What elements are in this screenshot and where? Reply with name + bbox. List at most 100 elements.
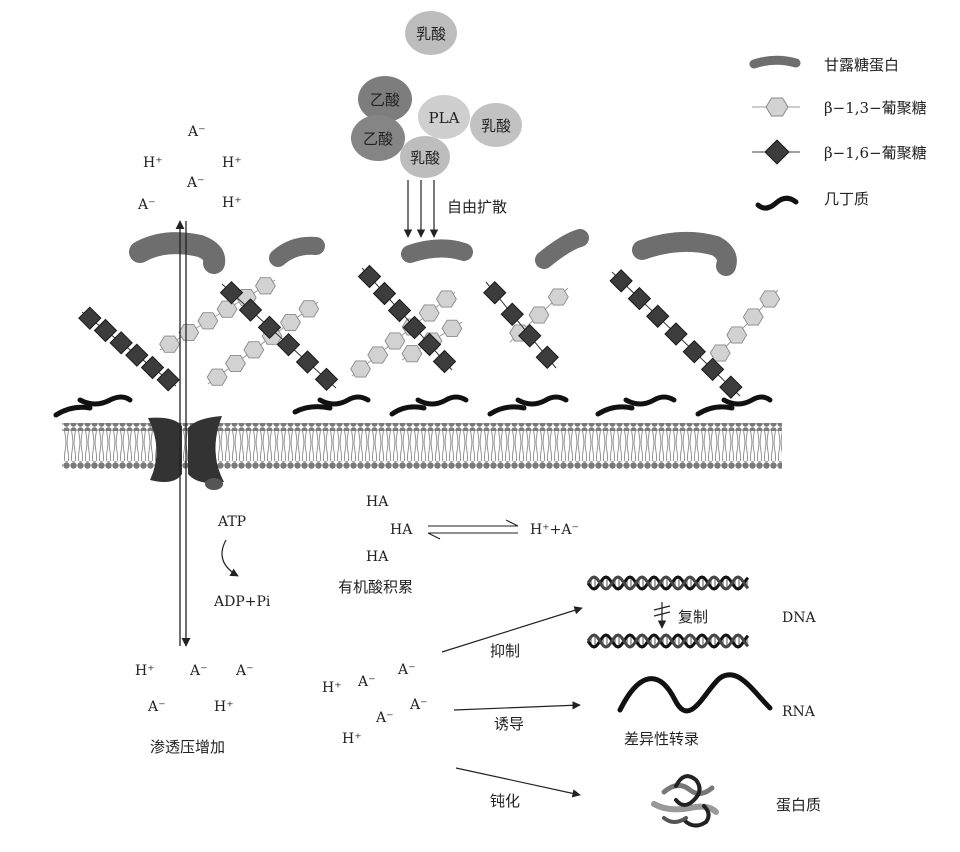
protein-label: 蛋白质 [776,796,821,814]
free-diffusion-arrows [403,180,439,238]
mannoprotein [401,239,473,263]
glucan-network [78,265,781,399]
beta16-glucan-unit [141,356,164,379]
ion-a: A⁻ [137,197,156,213]
svg-text:A⁻: A⁻ [397,662,416,678]
beta13-glucan-unit [255,277,276,295]
acetic-acid-bubble-2: 乙酸 [351,115,405,161]
beta16-glucan-unit [156,368,180,392]
ion-a: A⁻ [187,124,206,140]
beta13-glucan-unit [178,323,200,342]
beta16-glucan-unit [388,299,411,322]
svg-text:乳酸: 乳酸 [481,117,511,135]
replication-blocked-arrow [653,602,671,629]
mannoproteins [129,229,737,276]
beta13-glucan-unit [528,306,550,324]
induce-arrow [453,701,581,711]
beta13-glucan-unit [159,335,180,353]
svg-text:A⁻: A⁻ [357,674,376,690]
svg-text:A⁻: A⁻ [189,663,208,679]
beta13-glucan-unit [436,290,457,308]
inhibit-arrow [441,606,583,653]
atp-hydrolysis-arrow [221,539,239,577]
beta13-glucan-unit [216,300,238,318]
ha-label: HA [366,549,389,565]
dna-strand [586,575,750,591]
intracellular-ions-left: H⁺ A⁻ A⁻ A⁻ H⁺ [135,663,254,715]
legend-beta13: β−1,3−葡聚糖 [752,97,927,117]
osmotic-pressure-increase-label: 渗透压增加 [150,738,225,756]
svg-text:乳酸: 乳酸 [416,25,446,43]
beta13-glucan-unit [759,290,781,308]
svg-text:乙酸: 乙酸 [363,130,393,148]
pla-bubble: PLA [418,95,470,139]
passivate-arrow [455,767,581,798]
lactic-acid-bubble-3: 乳酸 [400,136,450,178]
beta13-glucan-chain [207,301,319,385]
beta13-glucan-unit [280,313,301,332]
beta13-glucan-chain [351,291,456,377]
proton-transport-arrows [175,220,191,647]
svg-text:H⁺: H⁺ [342,731,362,747]
svg-text:H⁺: H⁺ [322,680,342,696]
induce-label: 诱导 [494,715,524,733]
chitin [515,394,569,407]
beta16-glucan-unit [433,350,456,373]
legend-beta13-label: β−1,3−葡聚糖 [824,99,927,117]
acid-cluster: 乳酸 乙酸 PLA 乳酸 乙酸 乳酸 [351,11,522,178]
ion-a: A⁻ [186,175,205,191]
svg-text:H⁺: H⁺ [135,663,155,679]
beta16-glucan-unit [535,345,559,369]
beta13-glucan-unit [418,304,440,322]
beta16-glucan-chain [221,283,337,389]
dna-helix-top [586,575,750,591]
beta13-glucan-unit [441,319,463,337]
mannoprotein-icon [749,55,801,69]
beta13-glucan-unit [547,288,569,306]
chitin [695,404,735,417]
svg-text:A⁻: A⁻ [147,699,166,715]
beta13-glucan-unit [243,341,265,359]
mannoprotein [269,236,325,267]
legend: 甘露糖蛋白 β−1,3−葡聚糖 β−1,6−葡聚糖 几丁质 [749,55,927,211]
rna-label: RNA [782,704,816,720]
mannoprotein [632,231,737,276]
atp-label: ATP [217,514,246,530]
svg-text:A⁻: A⁻ [409,697,428,713]
beta16-glucan-unit [483,281,507,305]
beta13-glucan-chain [159,279,276,351]
rna-strand [617,672,773,714]
beta13-glucan-unit [401,345,423,363]
chitin [595,404,635,417]
legend-chitin: 几丁质 [755,190,869,211]
beta16-glucan-unit [109,331,133,355]
differential-transcription-label: 差异性转录 [624,730,699,748]
dna-strand [586,633,750,649]
replicate-label: 复制 [678,608,708,626]
ha-label: HA [390,522,413,538]
legend-beta16-label: β−1,6−葡聚糖 [824,144,927,162]
dna-strand [586,633,750,649]
legend-beta16: β−1,6−葡聚糖 [752,139,927,165]
beta16-glucan-unit [500,302,524,326]
svg-text:A⁻: A⁻ [235,663,254,679]
inhibit-label: 抑制 [490,642,520,660]
beta13-glucan-unit [225,354,246,373]
dna-label: DNA [782,610,816,626]
beta16-glucan-chain [361,267,453,371]
chitin [623,394,677,407]
beta13-glucan-icon [765,97,789,117]
beta13-glucan-unit [367,346,389,364]
beta13-glucan-unit [206,368,228,386]
acetic-acid-bubble-1: 乙酸 [358,76,412,122]
organic-acid-accumulation-label: 有机酸积累 [338,578,413,596]
passivate-label: 钝化 [490,792,520,810]
lactic-acid-bubble-1: 乳酸 [405,11,457,55]
beta16-glucan-chain [81,311,177,387]
intracellular-ions-center: A⁻ A⁻ H⁺ A⁻ A⁻ H⁺ [322,662,428,747]
beta13-glucan-unit [726,326,748,344]
chitin [721,394,773,407]
beta16-glucan-unit [358,265,381,288]
organic-acid-equilibrium: HA HA HA H⁺+A⁻ 有机酸积累 [338,494,579,596]
